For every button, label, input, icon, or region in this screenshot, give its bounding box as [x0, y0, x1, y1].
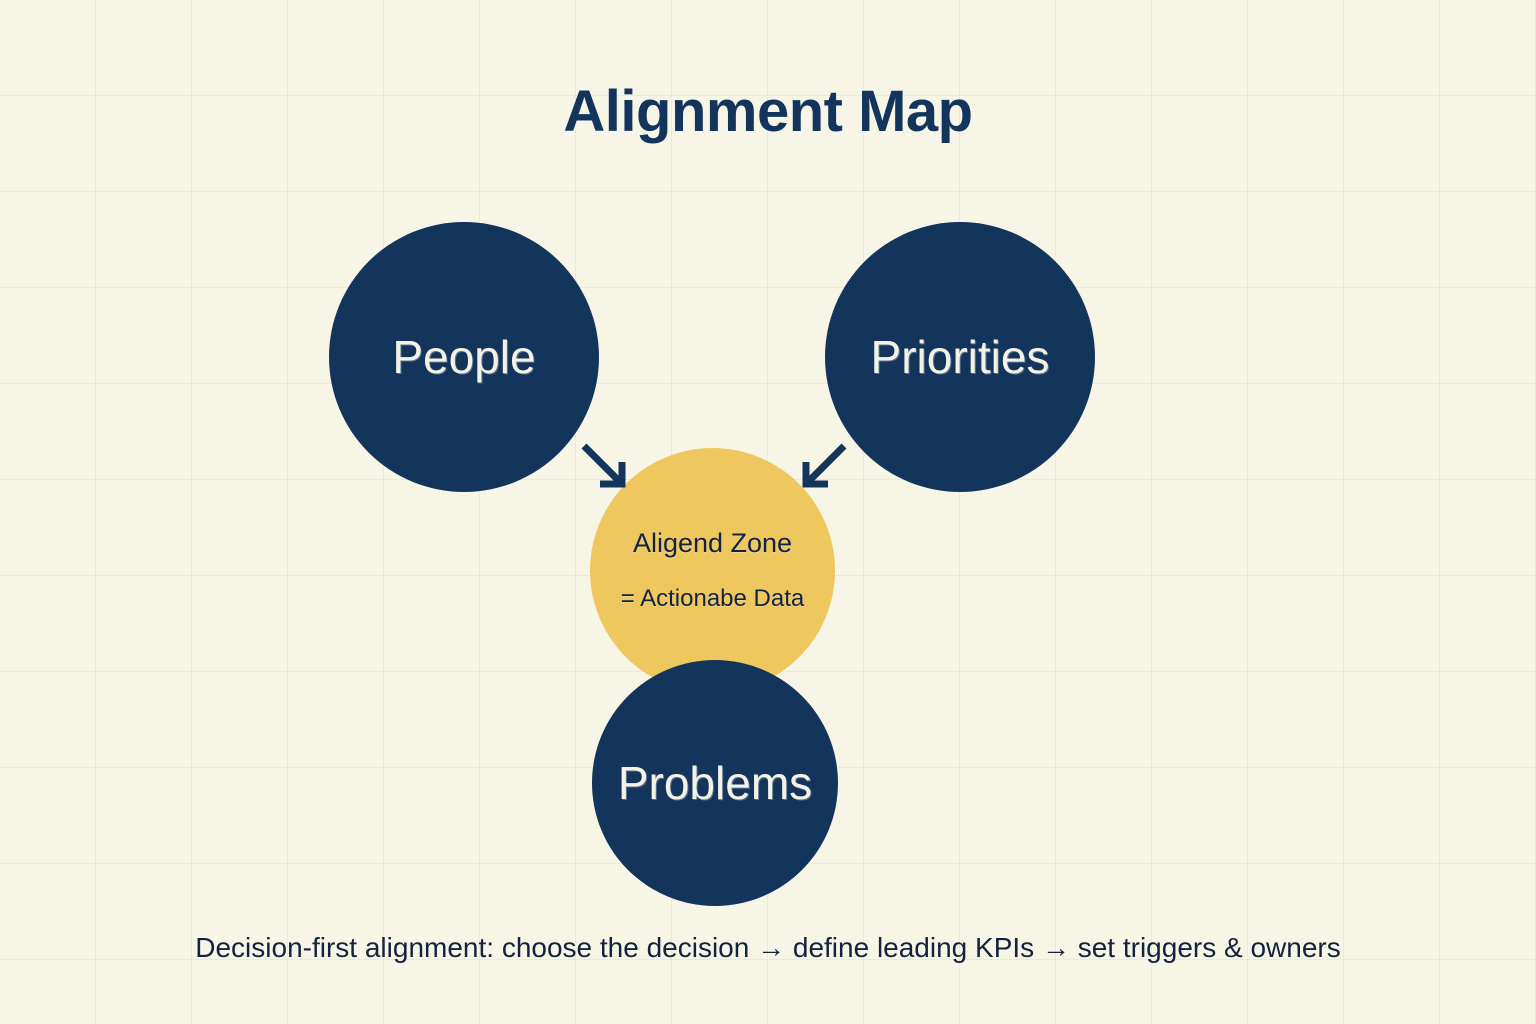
caption: Decision-first alignment: choose the dec… [195, 932, 1341, 963]
node-people-label: People [392, 331, 536, 383]
node-priorities-label: Priorities [870, 331, 1050, 383]
aligned-zone-title: Aligend Zone [632, 528, 793, 558]
arrow-down-right-icon [581, 443, 626, 488]
aligned-zone-subtitle: = Actionabe Data [620, 585, 805, 612]
node-aligned-zone[interactable]: Aligend Zone = Actionabe Data [590, 448, 835, 693]
node-people[interactable]: People [329, 222, 599, 492]
node-problems-label: Problems [617, 757, 813, 809]
node-priorities[interactable]: Priorities [825, 222, 1095, 492]
arrow-down-left-icon [802, 443, 847, 488]
node-problems[interactable]: Problems [592, 660, 838, 906]
page-title: Alignment Map [563, 79, 973, 144]
